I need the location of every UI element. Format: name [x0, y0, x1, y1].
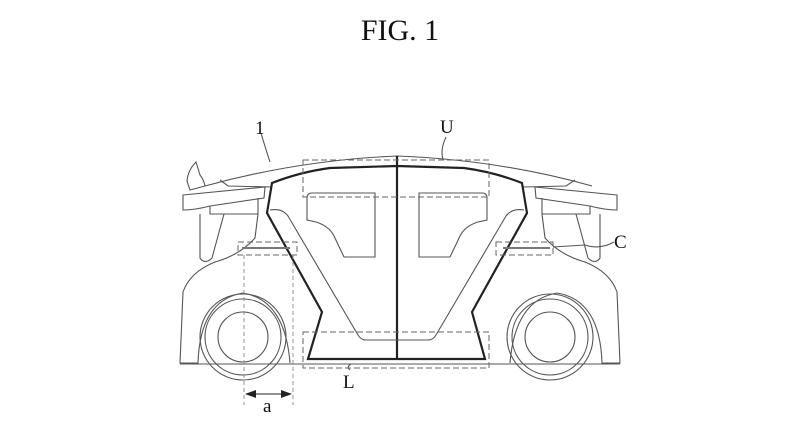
leader-u [441, 136, 447, 160]
left-window [306, 192, 376, 258]
figure-title: FIG. 1 [360, 14, 440, 47]
leader-1 [260, 132, 271, 163]
door-opening-outline [265, 164, 529, 361]
label-center: C [614, 232, 627, 253]
front-wheel [199, 293, 287, 381]
label-distance: a [263, 396, 272, 417]
left-center-region-box [237, 241, 298, 256]
left-body [179, 213, 291, 364]
rear-wheel [506, 293, 594, 381]
right-bumper [534, 186, 618, 215]
left-bumper [182, 186, 266, 215]
upper-region-box [302, 159, 490, 198]
leader-c [552, 241, 615, 248]
label-vehicle: 1 [255, 118, 265, 139]
right-center-region-box [495, 241, 554, 256]
left-front-lamp [186, 160, 206, 191]
label-upper: U [440, 117, 454, 138]
right-body [509, 213, 621, 364]
label-lower: L [343, 372, 355, 393]
door-inner-panel [269, 209, 525, 341]
right-window [418, 192, 488, 258]
lower-region-box [302, 331, 490, 369]
dimension-arrow [245, 390, 292, 398]
leader-l [347, 363, 352, 371]
